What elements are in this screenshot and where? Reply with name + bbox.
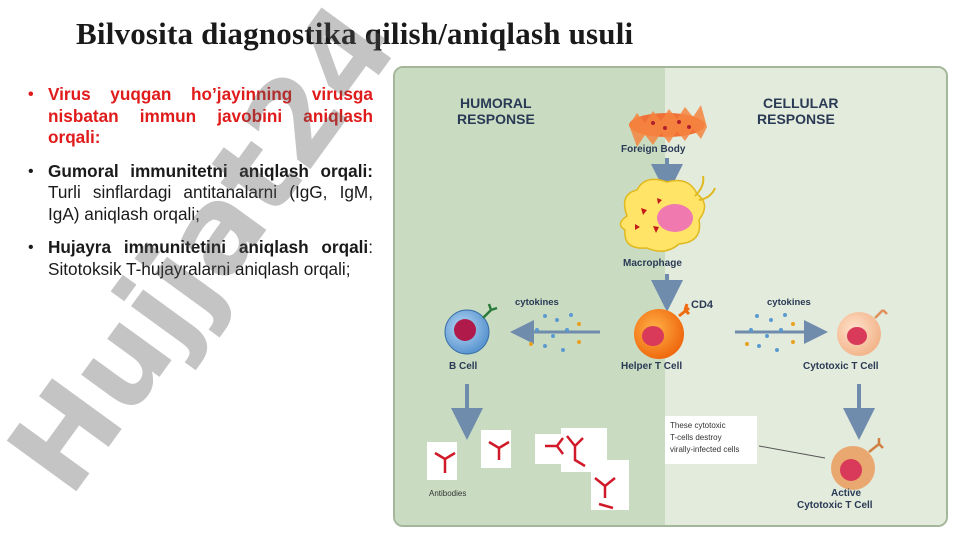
cd4-label: CD4: [691, 299, 714, 311]
bullet-item: • Gumoral immunitetni aniqlash orqali: T…: [28, 161, 373, 226]
helper-t-cell-label: Helper T Cell: [621, 361, 682, 372]
bullet-dot-icon: •: [28, 162, 34, 180]
cytokines-right-label: cytokines: [767, 297, 811, 308]
helper-t-cell-icon: [634, 303, 691, 359]
cytokines-left-label: cytokines: [515, 297, 559, 308]
b-cell-label: B Cell: [449, 361, 478, 372]
note-line-3: virally-infected cells: [670, 445, 739, 454]
bullet-item: • Virus yuqgan ho’jayinning virusga nisb…: [28, 84, 373, 149]
note-box: [665, 416, 757, 464]
bullet-dot-icon: •: [28, 86, 34, 103]
immune-response-diagram: HUMORAL RESPONSE CELLULAR RESPONSE Forei…: [393, 66, 948, 527]
active-label-2: Cytotoxic T Cell: [797, 500, 873, 511]
macrophage-icon: [619, 175, 716, 252]
bullet-text: Turli sinflardagi antitanalarni (IgG, Ig…: [48, 182, 373, 224]
antibodies-icon: [427, 428, 629, 510]
bullet-list: • Virus yuqgan ho’jayinning virusga nisb…: [28, 84, 373, 292]
cytokine-particles-left: [529, 313, 581, 352]
humoral-heading-1: HUMORAL: [460, 95, 532, 111]
cytotoxic-t-cell-label: Cytotoxic T Cell: [803, 361, 879, 372]
cytokine-particles-right: [745, 313, 795, 352]
bullet-bold-text: Gumoral immunitetni aniqlash orqali:: [48, 160, 373, 181]
cellular-heading-1: CELLULAR: [763, 95, 838, 111]
bullet-text: Virus yuqgan ho’jayinning virusga nisbat…: [48, 84, 373, 147]
macrophage-label: Macrophage: [623, 258, 682, 269]
active-label-1: Active: [831, 488, 861, 499]
b-cell-icon: [444, 303, 498, 355]
bullet-bold-text: Hujayra immunitetini aniqlash orqali: [48, 237, 369, 257]
bullet-item: • Hujayra immunitetini aniqlash orqali: …: [28, 237, 373, 280]
cellular-heading-2: RESPONSE: [757, 111, 835, 127]
active-cytotoxic-t-cell-icon: [831, 438, 884, 490]
note-line-2: T-cells destroy: [670, 433, 722, 442]
bullet-text: : Sitotoksik T-hujayralarni aniqlash orq…: [48, 237, 373, 279]
slide-title: Bilvosita diagnostika qilish/aniqlash us…: [76, 16, 634, 51]
note-line-1: These cytotoxic: [670, 421, 726, 430]
bullet-dot-icon: •: [28, 239, 34, 256]
cytotoxic-t-cell-icon: [837, 309, 888, 356]
foreign-body-label: Foreign Body: [621, 144, 686, 155]
humoral-heading-2: RESPONSE: [457, 111, 535, 127]
antibodies-label: Antibodies: [429, 489, 466, 498]
foreign-body-icon: [629, 105, 707, 147]
